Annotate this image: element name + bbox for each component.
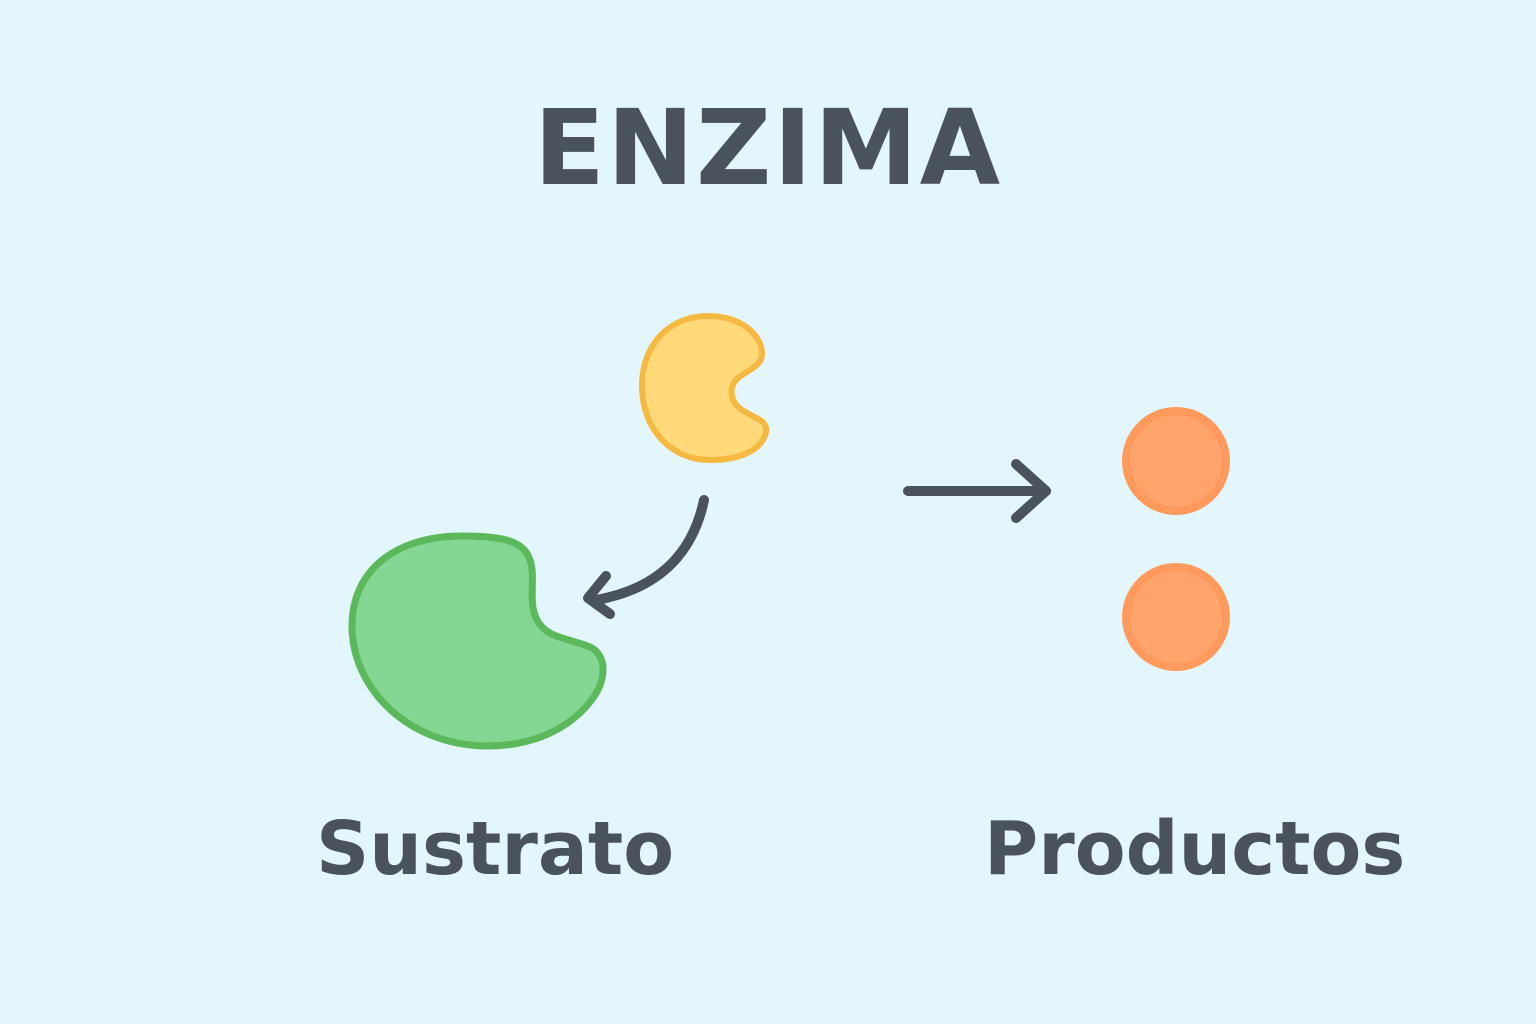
- diagram-title: ENZIMA: [533, 87, 1003, 209]
- substrate-label: Sustrato: [316, 806, 675, 892]
- right-arrow-icon: [903, 459, 1051, 523]
- enzyme-shape-icon: [639, 313, 770, 463]
- product-circle-2: [1122, 563, 1230, 671]
- curved-arrow-icon: [583, 495, 709, 619]
- products-label: Productos: [984, 806, 1406, 892]
- substrate-shape-icon: [348, 532, 607, 750]
- product-circle-1: [1122, 407, 1230, 515]
